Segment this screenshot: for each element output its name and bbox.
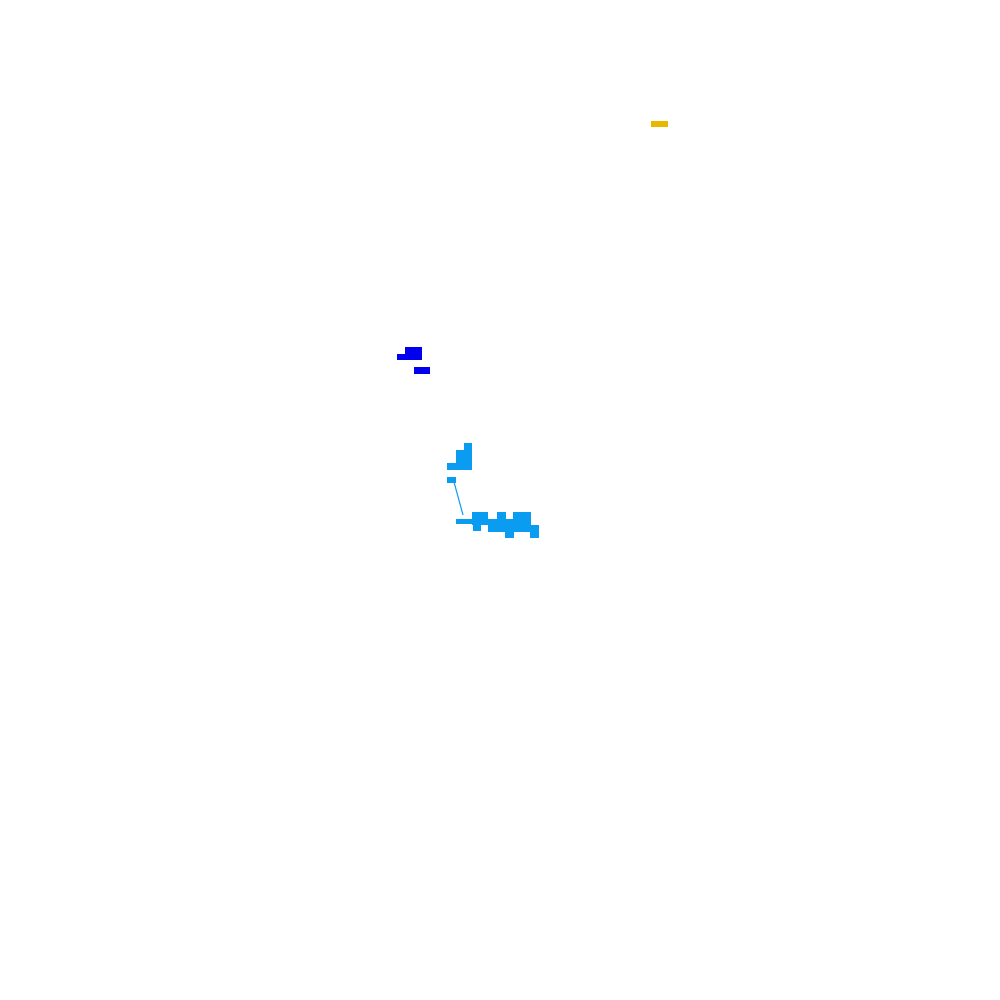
light-blue-block <box>473 523 481 531</box>
light-blue-block <box>505 519 514 538</box>
light-blue-block <box>488 519 497 532</box>
blue-fragment <box>397 347 430 374</box>
light-blue-block <box>447 477 456 483</box>
light-blue-block <box>497 512 506 532</box>
light-blue-block <box>456 519 474 524</box>
light-blue-block <box>464 443 472 451</box>
yellow-block <box>651 121 668 127</box>
blue-block <box>397 354 407 360</box>
light-blue-block <box>456 450 472 465</box>
light-blue-fragment <box>447 443 539 538</box>
light-blue-block <box>530 525 539 538</box>
light-blue-block <box>447 463 472 470</box>
yellow-fragment <box>651 121 668 127</box>
blue-block <box>405 347 422 360</box>
light-blue-block <box>513 512 531 532</box>
blue-block <box>414 367 430 374</box>
light-blue-block <box>472 512 488 525</box>
light-blue-line <box>453 481 464 516</box>
